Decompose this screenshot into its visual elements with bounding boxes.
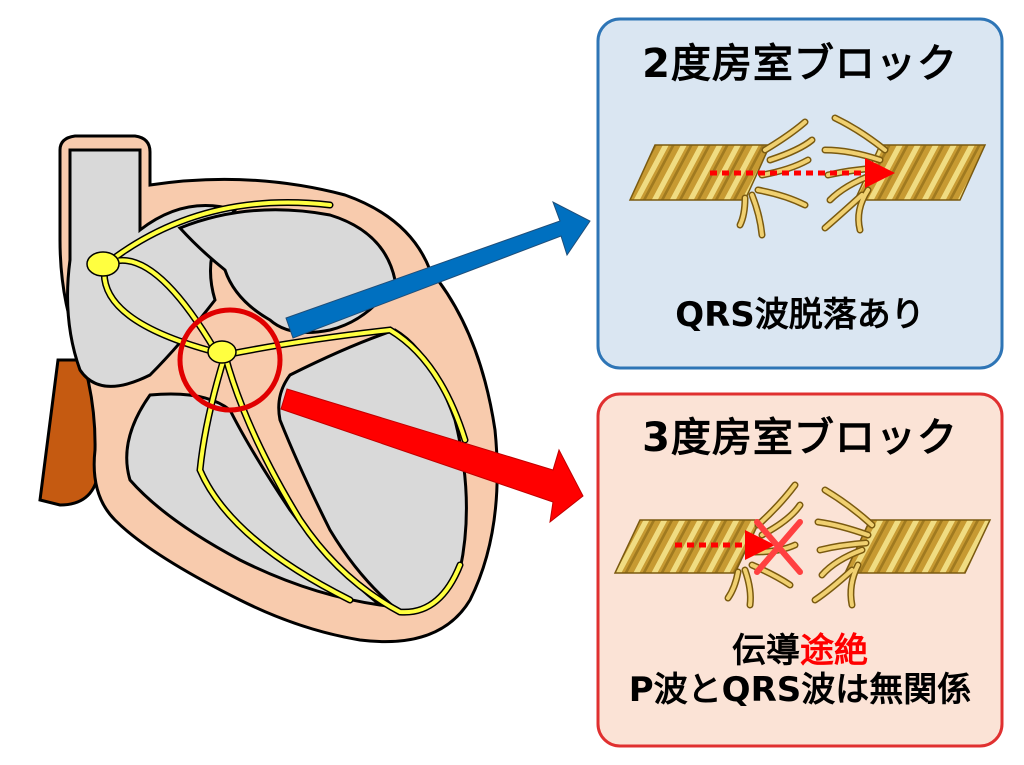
- second-degree-caption: QRS波脱落あり: [675, 295, 925, 335]
- second-degree-box: [596, 17, 1004, 370]
- caption-line1-accent: 途絶: [800, 631, 868, 671]
- arrow-to-third-degree: [280, 388, 584, 524]
- arrow-to-second-degree: [285, 200, 591, 339]
- third-degree-caption: 伝導途絶 P波とQRS波は無関係: [598, 631, 1002, 711]
- av-node: [207, 340, 237, 364]
- blocked-cross-icon: [754, 519, 803, 575]
- third-degree-caption-line1: 伝導途絶: [598, 631, 1002, 671]
- right-ventricle: [125, 392, 386, 608]
- third-degree-title: 3度房室ブロック: [642, 415, 958, 461]
- av-node-highlight-circle: [177, 307, 283, 413]
- sa-node: [86, 251, 120, 277]
- third-degree-caption-line2: P波とQRS波は無関係: [628, 670, 972, 711]
- fiber-bundle-right: [843, 519, 992, 574]
- third-degree-fiber-illustration: [613, 481, 992, 609]
- caption-line1-text: 伝導: [732, 631, 800, 671]
- second-degree-title: 2度房室ブロック: [642, 41, 958, 87]
- second-degree-fiber-illustration: [628, 114, 987, 239]
- conduction-system: [100, 199, 469, 616]
